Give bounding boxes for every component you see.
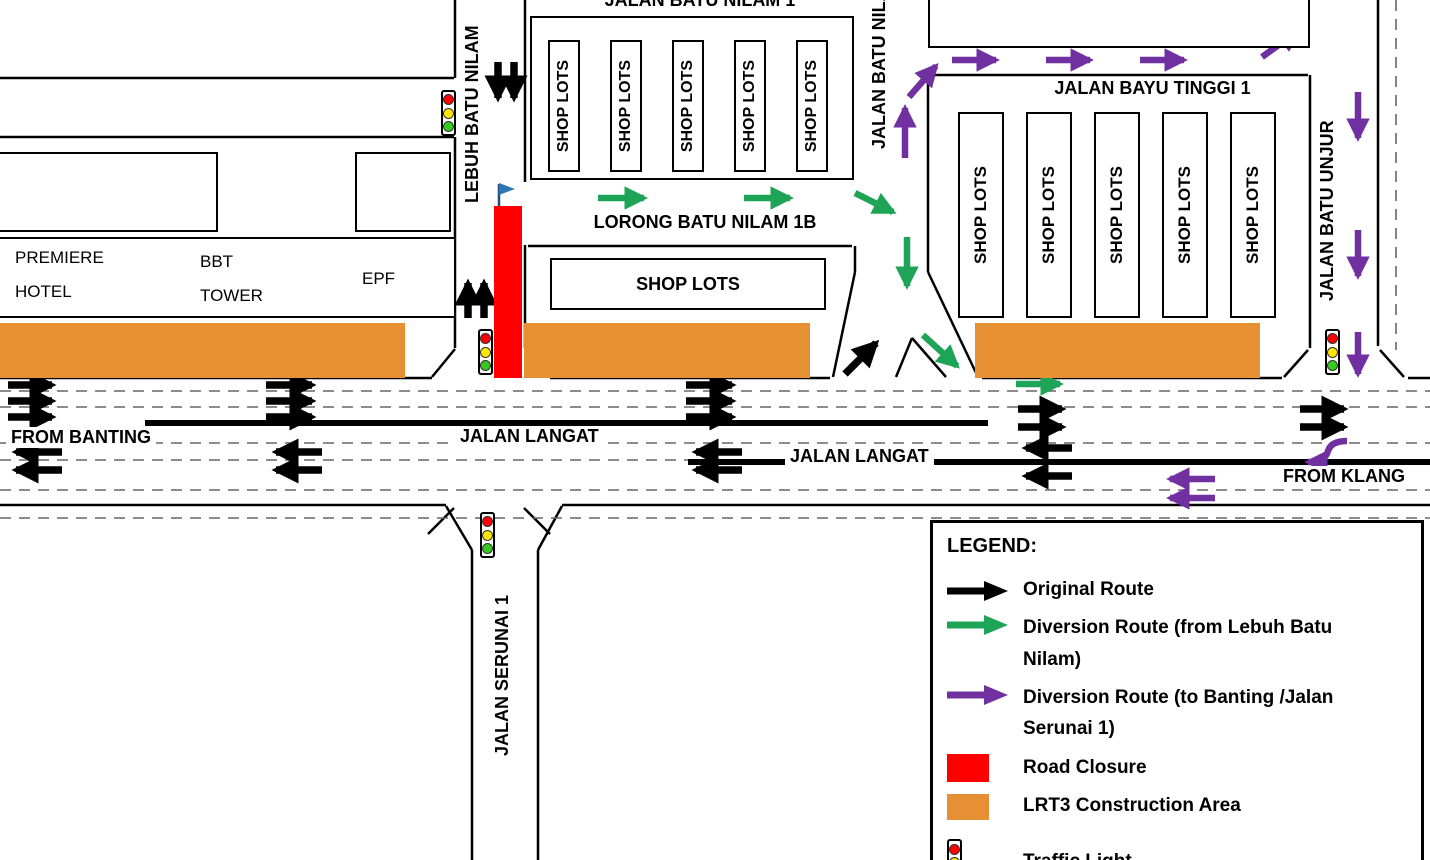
legend-label: Road Closure [1023,756,1147,778]
legend-title: LEGEND: [947,535,1037,557]
epf-label: EPF [362,269,396,288]
road-label-jalan-bayu-tinggi-1: JALAN BAYU TINGGI 1 [1054,78,1251,98]
road-closure-strip [494,206,522,378]
traffic-light-icon [947,839,962,860]
legend-label: Original Route [1023,579,1154,600]
road-label-jalan-batu-nilam-2: JALAN BATU NILAM 2 [869,0,889,150]
premiere-hotel-label-line1: PREMIERE [15,248,104,267]
legend-label: Diversion Route (to Banting /Jalan Serun… [1023,687,1334,740]
shop-lot: SHOP LOTS [610,40,642,172]
traffic-light-icon [1325,329,1340,375]
traffic-light-icon [478,329,493,375]
legend-label: Traffic Light [1023,846,1132,860]
road-label-jalan-serunai-1: JALAN SERUNAI 1 [492,594,512,756]
legend-item-traffic-light: Traffic Light [947,837,1407,860]
road-label-jalan-langat-east: JALAN LANGAT [785,446,934,467]
shop-lot: SHOP LOTS [734,40,766,172]
bbt-tower-label-line2: TOWER [200,286,263,305]
shop-lot: SHOP LOTS [672,40,704,172]
blue-flag-marker [497,183,515,207]
road-label-from-banting: FROM BANTING [6,427,156,448]
building-block-left [0,152,218,232]
construction-area-swatch [947,793,989,820]
legend-label: LRT3 Construction Area [1023,795,1241,817]
diversion-purple-arrows [893,28,1370,510]
legend-item-construction-area: LRT3 Construction Area [947,790,1407,821]
lane-dashed-lines [0,0,1430,519]
shop-lot: SHOP LOTS [548,40,580,172]
purple-arrow-icon [947,685,1008,706]
legend-label: Diversion Route (from Lebuh Batu Nilam) [1023,617,1333,670]
premiere-hotel-label-line2: HOTEL [15,282,72,301]
shop-lot: SHOP LOTS [1230,112,1276,318]
shop-lot: SHOP LOTS [1162,112,1208,318]
lrt3-construction-area-east [975,323,1260,378]
lrt3-construction-area-center [524,323,810,378]
building-row-premiere-bbt-epf [0,237,456,318]
legend-box: LEGEND: Original Route Diversion Route (… [930,520,1424,860]
road-label-lebuh-batu-nilam: LEBUH BATU NILAM [462,25,482,203]
shop-lot: SHOP LOTS [958,112,1004,318]
shop-lot: SHOP LOTS [1026,112,1072,318]
road-label-from-klang: FROM KLANG [1278,466,1410,487]
building-block-epf-upper [355,152,451,232]
green-arrow-icon [947,615,1008,636]
legend-item-road-closure: Road Closure [947,752,1407,783]
legend-item-diversion-purple: Diversion Route (to Banting /Jalan Serun… [947,682,1407,745]
shop-lots-row-box: SHOP LOTS [550,258,826,310]
lrt3-construction-area-west [0,323,405,378]
road-label-jalan-batu-unjur: JALAN BATU UNJUR [1317,120,1337,301]
diversion-green-arrows [598,186,1064,396]
traffic-light-icon [480,512,495,558]
legend-item-original-route: Original Route [947,574,1407,605]
shop-lot: SHOP LOTS [1094,112,1140,318]
black-arrow-icon [947,580,1008,601]
road-closure-swatch [947,754,989,783]
shop-lot: SHOP LOTS [796,40,828,172]
legend-item-diversion-green: Diversion Route (from Lebuh Batu Nilam) [947,612,1407,675]
original-route-arrows [8,62,1349,490]
road-label-jalan-langat-west: JALAN LANGAT [455,426,604,447]
bbt-tower-label-line1: BBT [200,252,234,271]
building-block-top-right [928,0,1310,48]
road-label-jalan-batu-nilam-1: JALAN BATU NILAM 1 [604,0,796,10]
road-label-lorong-batu-nilam-1b: LORONG BATU NILAM 1B [593,212,817,232]
traffic-light-icon [441,90,456,136]
